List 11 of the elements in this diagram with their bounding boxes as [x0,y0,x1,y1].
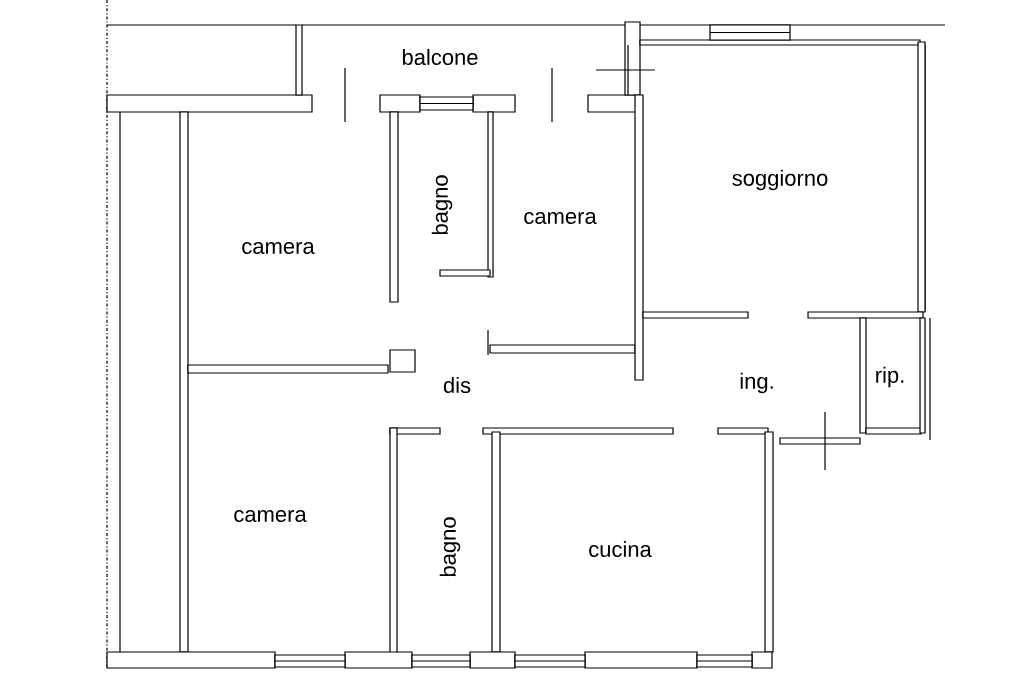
room-label: camera [234,510,307,523]
room-label: camera [242,241,315,255]
room-label: soggiorno [732,169,828,191]
room-label: bagno [439,517,461,577]
room-label: camera [524,211,597,225]
room-label: dis [443,376,471,394]
room-label: ing. [740,372,773,394]
room-label: cucina [589,540,652,558]
room-label: rip. [876,366,904,388]
room-label: balcone [402,48,478,66]
room-label: bagno [431,175,453,235]
